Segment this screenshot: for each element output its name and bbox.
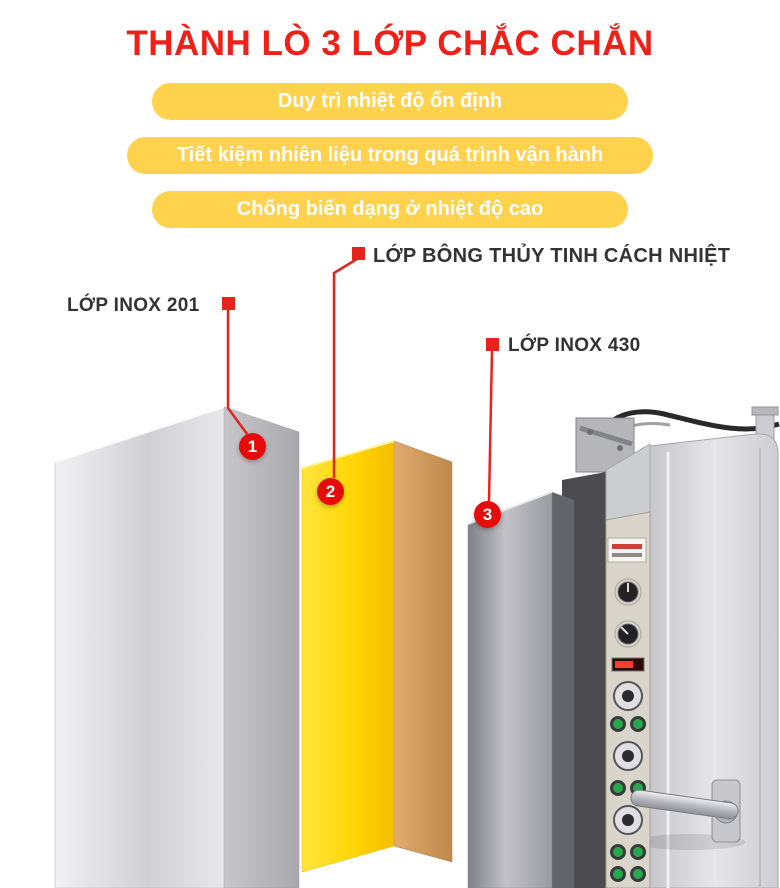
panel-inox-430-front [467,491,553,888]
timer-dial [613,681,643,711]
page-title: THÀNH LÒ 3 LỚP CHẮC CHẮN [126,24,654,63]
temperature-display [611,657,645,672]
control-knob [614,620,642,648]
green-button [610,844,646,882]
benefit-pill: Tiết kiệm nhiên liệu trong quá trình vận… [127,137,653,174]
layer-marker-2: 2 [317,478,344,505]
callout-line-inox201 [226,310,249,435]
brand-text-gray [612,553,642,557]
callout-lines [222,247,499,502]
oven-body [649,433,779,888]
bolt [587,429,593,435]
timer-dial [613,741,643,771]
panel-inox-201-side [223,406,300,888]
pipe-flange [751,406,779,416]
benefit-pill: Chống biến dạng ở nhiệt độ cao [152,191,628,228]
panel-glass-wool-front [301,440,395,873]
callout-line-inox430 [487,350,494,502]
panel-glass-wool-side [393,440,453,863]
panel-inox-201 [54,406,300,888]
panel-inox-430-side [552,492,574,888]
callout-line-glass-wool [332,257,358,478]
callout-square-inox201 [222,297,235,310]
panel-glass-wool [301,440,453,873]
layer-label-glass-wool: LỚP BÔNG THỦY TINH CÁCH NHIỆT [373,245,731,267]
handle-bar [630,789,739,820]
panel-inox-201-front [54,406,225,888]
door-handle [630,779,741,843]
green-button [610,716,646,732]
brand-text-red [612,544,642,549]
oven-photo [562,406,780,888]
bolt [617,445,623,451]
layer-label-inox-201: LỚP INOX 201 [67,295,200,316]
timer-dial [613,805,643,835]
layer-label-inox-430: LỚP INOX 430 [508,335,641,356]
callout-square-inox430 [486,338,499,351]
control-panel [605,511,651,888]
brand-plate [607,537,647,563]
control-knob [614,578,642,606]
layer-marker-1: 1 [239,433,266,460]
panel-inox-430 [467,491,574,888]
callout-square-glass-wool [352,247,365,260]
layer-marker-3: 3 [474,501,501,528]
benefit-pill: Duy trì nhiệt độ ổn định [152,83,628,120]
